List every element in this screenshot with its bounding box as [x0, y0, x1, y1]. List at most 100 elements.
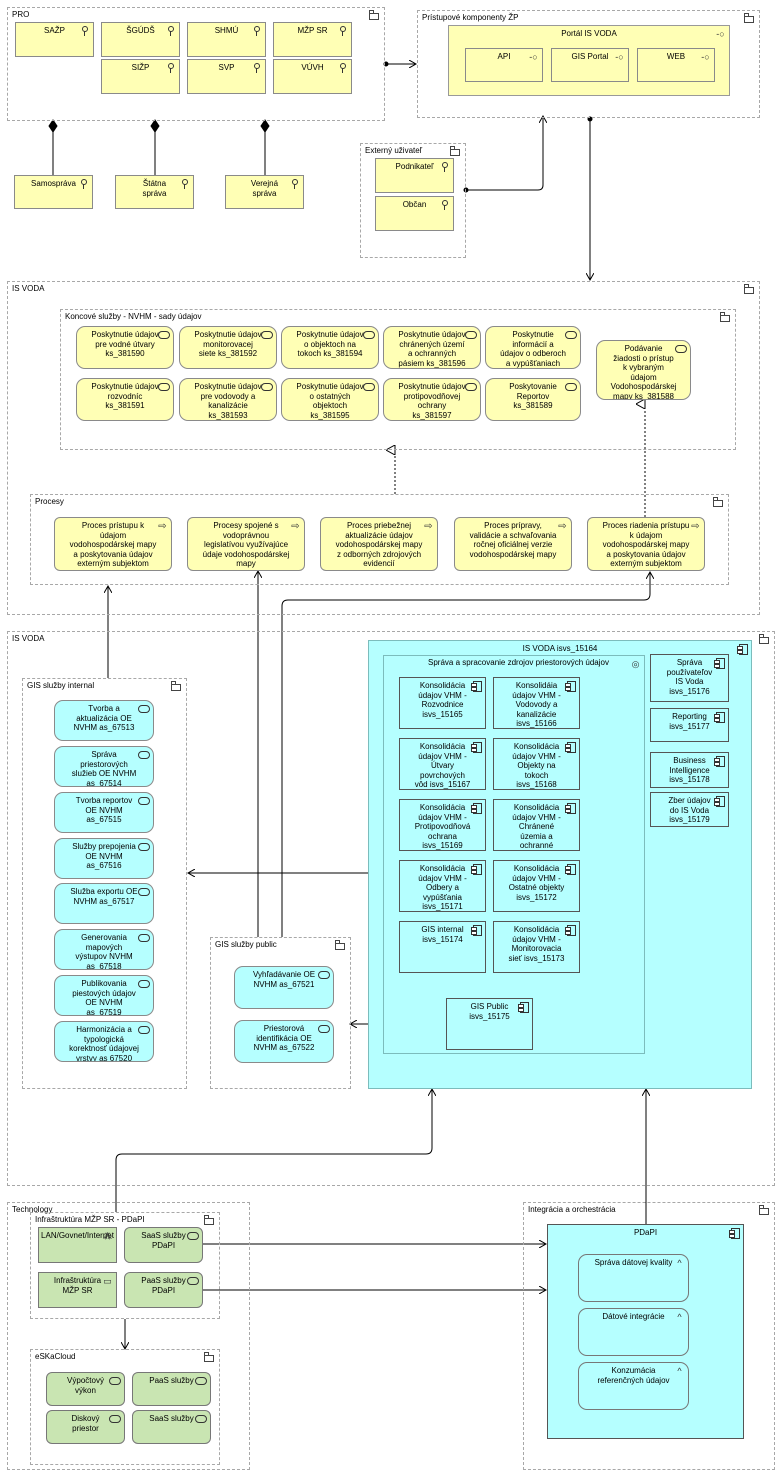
portal-web[interactable]: WEB-○: [637, 48, 715, 82]
service-k1[interactable]: Poskytnutie údajov pre vodné útvary ks_3…: [76, 326, 174, 369]
component-c8[interactable]: Konsolidácia údajov VHM - Ostatné objekt…: [493, 860, 580, 912]
gis-internal-service-4[interactable]: Služby prepojenia OE NVHM as_67516: [54, 838, 154, 879]
tech-saas[interactable]: SaaS služby: [132, 1410, 211, 1444]
tech-lan[interactable]: LAN/Govnet/Internet⁂: [38, 1227, 117, 1263]
function-label: Správa dátovej kvality: [594, 1258, 673, 1267]
component-c6[interactable]: Konsolidácia údajov VHM - Chránené územi…: [493, 799, 580, 851]
actor-shmu[interactable]: SHMÚ: [187, 22, 266, 57]
actor-verejna[interactable]: Verejná správa: [225, 175, 304, 209]
side-app-s3[interactable]: Business Intelligence isvs_15178: [650, 752, 729, 788]
tech-paas[interactable]: PaaS služby: [132, 1372, 211, 1406]
side-app-s2[interactable]: Reporting isvs_15177: [650, 708, 729, 742]
process-p5[interactable]: Proces riadenia prístupu k údajom vodoho…: [587, 517, 705, 571]
group-title: IS VODA: [12, 634, 45, 643]
portal-gis[interactable]: GIS Portal-○: [551, 48, 629, 82]
tech-infra-mzp[interactable]: Infraštruktúra MŽP SR▭: [38, 1272, 117, 1308]
process-p4[interactable]: Proces prípravy, validácie a schvaľovani…: [454, 517, 572, 571]
process-label: Proces prístupu k údajom vodohospodárske…: [69, 521, 157, 569]
component-c7[interactable]: Konsolidácia údajov VHM - Odbery a vypúš…: [399, 860, 486, 912]
component-label: Správa používateľov IS Voda isvs_15176: [666, 658, 713, 696]
service-k6[interactable]: Poskytnutie údajov rozvodníc ks_381591: [76, 378, 174, 421]
component-label: Business Intelligence isvs_15178: [669, 756, 710, 785]
actor-mzp[interactable]: MŽP SR: [273, 22, 352, 57]
group-spatial-data-management: Správa a spracovanie zdrojov priestorový…: [383, 655, 645, 1054]
service-k7[interactable]: Poskytnutie údajov pre vodovody a kanali…: [179, 378, 277, 421]
side-app-s4[interactable]: Zber údajov do IS Voda isvs_15179: [650, 792, 729, 827]
actor-vuvh[interactable]: VÚVH: [273, 59, 352, 94]
pdapi-data-integration[interactable]: Dátové integrácie^: [578, 1308, 689, 1356]
component-c5[interactable]: Konsolidácia údajov VHM - Protipovodňová…: [399, 799, 486, 851]
component-c9[interactable]: GIS internal isvs_15174: [399, 921, 486, 973]
component-c10[interactable]: Konsolidácia údajov VHM - Monitorovacia …: [493, 921, 580, 973]
service-k4[interactable]: Poskytnutie údajov chránených území a oc…: [383, 326, 481, 369]
actor-label: ŠGÚDŠ: [126, 26, 155, 35]
group-title: Infraštruktúra MŽP SR - PDaPI: [35, 1215, 145, 1224]
tech-paas-pdapi[interactable]: PaaS služby PDaPI: [124, 1272, 203, 1308]
service-k5[interactable]: Poskytnutie informácií a údajov o odbero…: [485, 326, 581, 369]
service-k9[interactable]: Poskytnutie údajov protipovodňovej ochra…: [383, 378, 481, 421]
service-k11[interactable]: Podávanie žiadosti o prístup k vybraným …: [596, 340, 691, 400]
component-icon: [518, 1002, 529, 1013]
gis-internal-service-5[interactable]: Služba exportu OE NVHM as_67517: [54, 883, 154, 924]
folder-icon: [759, 634, 769, 644]
gis-internal-service-1[interactable]: Tvorba a aktualizácia OE NVHM as_67513: [54, 700, 154, 741]
tech-saas-pdapi[interactable]: SaaS služby PDaPI: [124, 1227, 203, 1263]
portal-label: Portál IS VODA: [561, 29, 617, 38]
process-p3[interactable]: Proces priebežnej aktualizácie údajov vo…: [320, 517, 438, 571]
pdapi-data-quality[interactable]: Správa dátovej kvality^: [578, 1254, 689, 1302]
gis-internal-service-2[interactable]: Správa priestorových služieb OE NVHM as_…: [54, 746, 154, 787]
service-icon: [138, 843, 150, 851]
process-label: Procesy spojené s vodoprávnou legislatív…: [202, 521, 290, 569]
actor-sazp[interactable]: SAŽP: [15, 22, 94, 57]
actor-statna[interactable]: Štátna správa: [115, 175, 194, 209]
actor-sizp[interactable]: SIŽP: [101, 59, 180, 94]
portal-api[interactable]: API-○: [465, 48, 543, 82]
side-app-s1[interactable]: Správa používateľov IS Voda isvs_15176: [650, 654, 729, 702]
actor-svp[interactable]: SVP: [187, 59, 266, 94]
service-icon: [138, 888, 150, 896]
component-c4[interactable]: Konsolidácia údajov VHM - Objekty na tok…: [493, 738, 580, 790]
service-k10[interactable]: Poskytovanie Reportov ks_381589: [485, 378, 581, 421]
service-k3[interactable]: Poskytnutie údajov o objektoch na tokoch…: [281, 326, 379, 369]
gis-internal-service-7[interactable]: Publikovania piestových údajov OE NVHM a…: [54, 975, 154, 1016]
actor-sguds[interactable]: ŠGÚDŠ: [101, 22, 180, 57]
folder-icon: [713, 497, 723, 507]
service-icon: [465, 383, 477, 391]
group-title: Technology: [12, 1205, 53, 1214]
gis-public-service-1[interactable]: Vyhľadávanie OE NVHM as_67521: [234, 966, 334, 1009]
tech-diskovy[interactable]: Diskový priestor: [46, 1410, 125, 1444]
component-gis-public[interactable]: GIS Public isvs_15175: [446, 998, 533, 1050]
component-c2[interactable]: Konsolidáia údajov VHM - Vodovody a kana…: [493, 677, 580, 729]
folder-icon: [171, 681, 181, 691]
actor-podnikatel[interactable]: Podnikateľ: [375, 158, 454, 193]
folder-icon: [450, 146, 460, 156]
process-arrow-icon: [157, 521, 168, 531]
service-label: Poskytnutie údajov protipovodňovej ochra…: [398, 382, 466, 420]
actor-icon: [165, 63, 176, 73]
component-c3[interactable]: Konsolidácia údajov VHM - Útvary povrcho…: [399, 738, 486, 790]
component-icon: [714, 756, 725, 767]
service-label: Poskytovanie Reportov ks_381589: [509, 382, 557, 411]
group-access-components: Prístupové komponenty ŽP: [417, 10, 760, 118]
component-icon: [565, 742, 576, 753]
service-label: Služba exportu OE NVHM as_67517: [70, 887, 138, 906]
gis-public-service-2[interactable]: Priestorová identifikácia OE NVHM as_675…: [234, 1020, 334, 1063]
service-icon: [195, 1415, 207, 1423]
component-c1[interactable]: Konsolidácia údajov VHM - Rozvodnice isv…: [399, 677, 486, 729]
service-k2[interactable]: Poskytnutie údajov monitorovacej siete k…: [179, 326, 277, 369]
pdapi-reference-data[interactable]: Konzumácia referenčných údajov^: [578, 1362, 689, 1410]
actor-samosprava[interactable]: Samospráva: [14, 175, 93, 209]
gis-internal-service-8[interactable]: Harmonizácia a typologická korektnosť úd…: [54, 1021, 154, 1062]
component-icon: [471, 742, 482, 753]
tech-vypoctovy[interactable]: Výpočtový výkon: [46, 1372, 125, 1406]
interface-icon: -○: [716, 29, 725, 39]
gis-internal-service-6[interactable]: Generovania mapových výstupov NVHM as_67…: [54, 929, 154, 970]
gis-internal-service-3[interactable]: Tvorba reportov OE NVHM as_67515: [54, 792, 154, 833]
service-icon: [187, 1232, 199, 1240]
process-p2[interactable]: Procesy spojené s vodoprávnou legislatív…: [187, 517, 305, 571]
process-p1[interactable]: Proces prístupu k údajom vodohospodárske…: [54, 517, 172, 571]
component-icon: [565, 681, 576, 692]
actor-label: VÚVH: [301, 63, 324, 72]
actor-obcan[interactable]: Občan: [375, 196, 454, 231]
service-k8[interactable]: Poskytnutie údajov o ostatných objektoch…: [281, 378, 379, 421]
